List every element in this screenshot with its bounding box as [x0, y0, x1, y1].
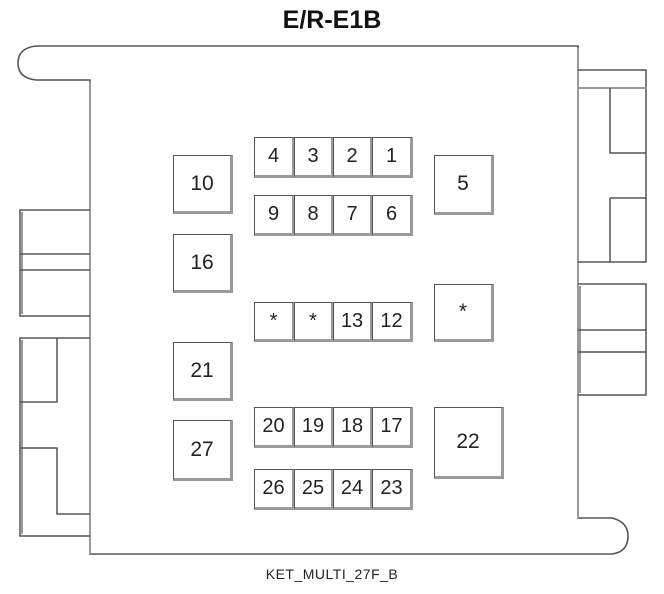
pin-21: 21 — [173, 342, 233, 401]
pin-25: 25 — [294, 469, 334, 510]
pin-blank-1: * — [254, 302, 295, 342]
pin-18: 18 — [333, 407, 373, 448]
connector-title: E/R-E1B — [282, 6, 382, 34]
pin-13: 13 — [333, 302, 373, 342]
pin-17: 17 — [372, 407, 413, 448]
pin-8: 8 — [294, 195, 334, 236]
pin-6: 6 — [372, 195, 413, 236]
pin-19: 19 — [294, 407, 334, 448]
connector-part-number: KET_MULTI_27F_B — [265, 566, 399, 582]
left-tab-upper — [19, 209, 90, 317]
left-tab-lower — [19, 337, 90, 537]
pin-blank-3: * — [434, 284, 494, 342]
pin-23: 23 — [372, 469, 413, 510]
pin-7: 7 — [333, 195, 373, 236]
pin-blank-2: * — [294, 302, 334, 342]
pin-9: 9 — [254, 195, 295, 236]
right-tab-lower — [578, 283, 647, 396]
pin-1: 1 — [372, 137, 413, 178]
pin-24: 24 — [333, 469, 373, 510]
pin-4: 4 — [254, 137, 295, 178]
pin-12: 12 — [372, 302, 413, 342]
pin-20: 20 — [254, 407, 295, 448]
pin-26: 26 — [254, 469, 295, 510]
pin-27: 27 — [173, 420, 233, 481]
right-tab-upper — [578, 69, 647, 263]
pin-3: 3 — [294, 137, 334, 178]
pin-22: 22 — [434, 407, 504, 479]
pin-5: 5 — [434, 155, 494, 215]
pin-16: 16 — [173, 234, 233, 293]
pin-2: 2 — [333, 137, 373, 178]
pin-10: 10 — [173, 155, 233, 214]
